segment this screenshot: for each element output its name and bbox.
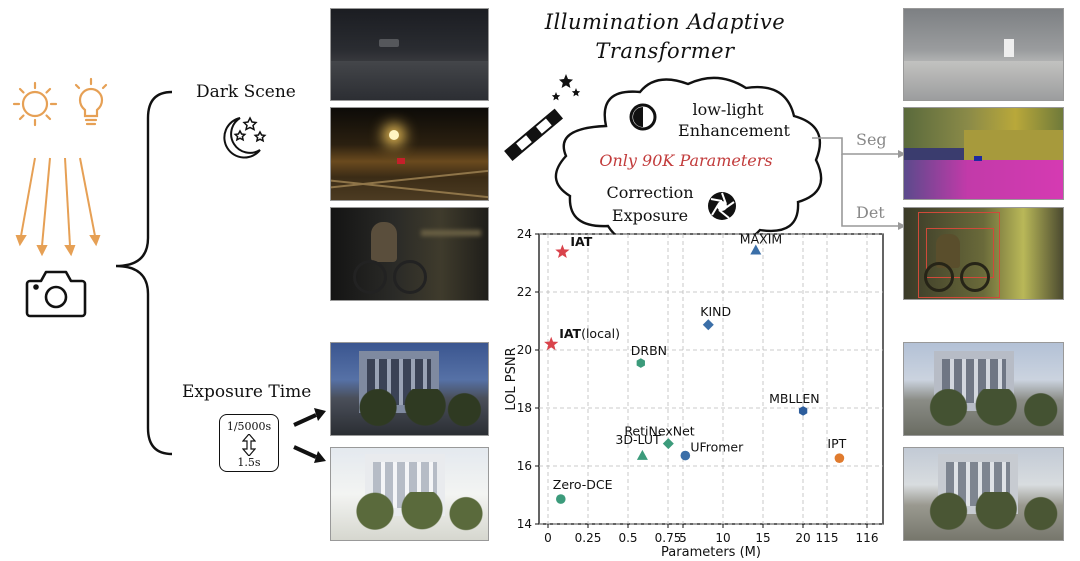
point-ipt-label: IPT <box>827 436 846 451</box>
x-tick-label: 115 <box>816 531 839 545</box>
enhanced-photo <box>903 8 1064 101</box>
detection-photo <box>903 207 1064 300</box>
y-tick-label: 20 <box>517 343 532 357</box>
seg-label: Seg <box>856 130 887 149</box>
exposure-top-value: 1/5000s <box>226 420 272 433</box>
x-tick-label: 0.75 <box>655 531 682 545</box>
moon-stars-icon <box>223 116 267 159</box>
x-tick-label: 10 <box>715 531 730 545</box>
point-mbllen-label: MBLLEN <box>769 391 820 406</box>
y-axis-label: LOL PSNR <box>504 347 519 410</box>
y-axis-ticks: 14 16 18 20 22 24 <box>517 227 539 531</box>
point-zero-dce-marker <box>556 494 566 504</box>
x-axis-label: Parameters (M) <box>661 545 761 560</box>
light-sources-diagram <box>12 77 108 318</box>
y-tick-label: 16 <box>517 459 532 473</box>
exposure-photo-bright <box>330 447 489 541</box>
cloud-line-correction: Correction <box>606 183 694 202</box>
dark-scene-photo-1 <box>330 8 489 101</box>
camera-icon <box>25 270 87 318</box>
light-bulb-icon <box>74 77 108 126</box>
point-maxim-label: MAXIM <box>740 232 782 247</box>
chart-plot-area <box>538 233 884 525</box>
exposure-bottom-value: 1.5s <box>237 456 261 469</box>
point-3d-lut-label: 3D-LUT <box>615 432 661 447</box>
thought-cloud <box>554 76 823 248</box>
psnr-vs-params-chart: 14 16 18 20 22 24 0 0.25 0.5 0.755 10 15 20 115 116 I… <box>504 227 884 560</box>
cloud-line-exposure: Exposure <box>611 206 689 225</box>
light-rays <box>15 157 101 257</box>
point-maxim-marker <box>750 244 762 255</box>
dark-scene-label: Dark Scene <box>196 82 296 102</box>
x-tick-label: 15 <box>755 531 770 545</box>
chart-points: IAT IAT(local) MAXIM KIND DRBN MBLLEN RetiNexN… <box>544 232 847 504</box>
point-mbllen-marker <box>798 406 808 416</box>
x-tick-label: 0.25 <box>575 531 602 545</box>
point-iat-local-marker <box>544 336 559 351</box>
dark-scene-photo-2 <box>330 107 489 201</box>
exposure-range-box: 1/5000s 1.5s <box>219 414 279 472</box>
point-iat-marker <box>555 244 570 259</box>
cloud-line-enhancement: Enhancement <box>678 121 790 140</box>
point-iat-label: IAT <box>570 234 592 249</box>
point-ufromer-marker <box>680 450 691 461</box>
exposure-corrected-photo-1 <box>903 342 1064 436</box>
diagram-title: Illumination Adaptive Transformer <box>520 8 810 66</box>
segmentation-photo <box>903 107 1064 200</box>
cloud-params: Only 90K Parameters <box>599 151 773 170</box>
point-retinexnet-label: RetiNexNet <box>624 424 694 439</box>
point-ipt-marker <box>834 453 845 463</box>
y-tick-label: 24 <box>517 227 532 241</box>
contrast-icon <box>629 103 657 131</box>
x-tick-label: 0.5 <box>618 531 637 545</box>
y-tick-label: 18 <box>517 401 532 415</box>
title-line-1: Illumination Adaptive <box>544 10 786 34</box>
title-line-2: Transformer <box>595 39 735 63</box>
x-tick-label: 116 <box>856 531 879 545</box>
cloud-line-low-light: low-light <box>692 100 764 119</box>
point-zero-dce-label: Zero-DCE <box>553 477 613 492</box>
point-ufromer-label: UFromer <box>690 440 744 455</box>
exposure-arrows <box>293 408 326 463</box>
brace-bracket <box>115 90 173 456</box>
point-kind-label: KIND <box>700 304 731 319</box>
chart-grid <box>539 233 883 525</box>
exposure-time-label: Exposure Time <box>182 382 312 402</box>
y-tick-label: 14 <box>517 517 532 531</box>
magic-wand-icon <box>504 74 581 161</box>
sun-icon <box>12 81 58 127</box>
y-tick-label: 22 <box>517 285 532 299</box>
x-tick-label: 20 <box>795 531 810 545</box>
x-tick-label: 0 <box>544 531 552 545</box>
aperture-icon <box>708 192 736 220</box>
point-iat-local-label: IAT(local) <box>559 326 620 341</box>
point-kind-marker <box>702 319 714 331</box>
exposure-photo-dark <box>330 342 489 436</box>
double-arrow-icon <box>242 434 256 456</box>
det-label: Det <box>856 203 885 222</box>
x-axis-ticks: 0 0.25 0.5 0.755 10 15 20 115 116 <box>544 524 878 545</box>
point-drbn-marker <box>636 358 645 368</box>
x-tick-label: 5 <box>679 531 687 545</box>
task-arrows <box>812 137 906 230</box>
point-drbn-label: DRBN <box>631 343 667 358</box>
dark-scene-photo-3 <box>330 207 489 301</box>
point-retinexnet-marker <box>662 438 674 450</box>
exposure-corrected-photo-2 <box>903 447 1064 541</box>
point-3d-lut-marker <box>636 449 648 460</box>
